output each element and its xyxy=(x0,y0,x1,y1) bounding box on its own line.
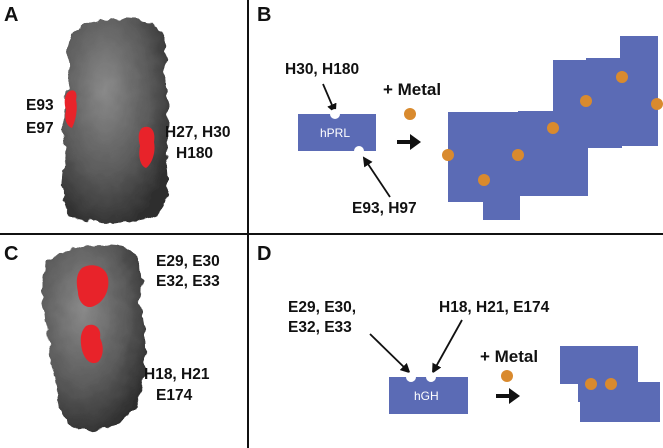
panel-d-left-site-arrow xyxy=(369,333,411,374)
panel-b: B H30, H180 hPRL E93, H97 + Metal xyxy=(257,4,663,220)
panel-d-metal-label: + Metal xyxy=(480,347,538,366)
panel-d-left-site-line-2: E32, E33 xyxy=(288,319,352,336)
panel-b-bottom-site-arrow xyxy=(362,156,391,198)
panel-b-metal-ion xyxy=(404,108,416,120)
panel-d-metal-ion xyxy=(501,370,513,382)
panel-d-right-site-label: H18, H21, E174 xyxy=(439,299,550,316)
binding-site-e93-e97 xyxy=(64,90,77,128)
panel-a-site-2-line-2: H180 xyxy=(176,145,213,162)
panel-b-bottom-site-label: E93, H97 xyxy=(352,200,417,217)
panel-b-reaction-arrow xyxy=(397,134,421,150)
panel-b-top-site-label: H30, H180 xyxy=(285,61,359,78)
hprl-oligomer xyxy=(448,36,658,220)
panel-d: D E29, E30, E32, E33 H18, H21, E174 hGH … xyxy=(257,243,660,422)
hgh-label: hGH xyxy=(414,389,439,403)
panel-d-letter: D xyxy=(257,243,271,265)
panel-d-left-site-line-1: E29, E30, xyxy=(288,299,356,316)
panel-a-site-2-line-1: H27, H30 xyxy=(165,124,230,141)
panel-c-site-2-line-2: E174 xyxy=(156,387,193,404)
hprl-label: hPRL xyxy=(320,126,350,140)
panel-c-letter: C xyxy=(4,243,18,265)
panel-c-site-2-line-1: H18, H21 xyxy=(144,366,210,383)
panel-c-site-1-line-2: E32, E33 xyxy=(156,273,220,290)
panel-a-site-1-line-1: E93 xyxy=(26,97,54,114)
binding-site-h18-h21-e174 xyxy=(80,324,103,364)
panel-c-site-1-line-1: E29, E30 xyxy=(156,253,220,270)
binding-site-e29-e30-e32-e33 xyxy=(76,265,109,308)
panel-c: C E29, E30 E32, E33 H18, H21 E174 xyxy=(4,243,220,431)
panel-a-site-1-line-2: E97 xyxy=(26,120,54,137)
hgh-monomer: hGH xyxy=(389,372,468,414)
prl-surface-model xyxy=(62,19,169,223)
hprl-oligomer-metal-ions xyxy=(442,71,663,186)
panel-b-letter: B xyxy=(257,4,271,26)
hgh-dimer-metal-ions xyxy=(585,378,617,390)
panel-d-right-site-arrow xyxy=(432,319,463,374)
panel-a-letter: A xyxy=(4,4,18,26)
hprl-monomer: hPRL xyxy=(298,109,376,156)
panel-b-metal-label: + Metal xyxy=(383,80,441,99)
panel-b-top-site-arrow xyxy=(322,83,337,114)
binding-site-h27-h30-h180 xyxy=(138,126,155,168)
panel-a: A E93 E97 H27, H30 H180 xyxy=(4,4,230,223)
panel-d-reaction-arrow xyxy=(496,388,520,404)
